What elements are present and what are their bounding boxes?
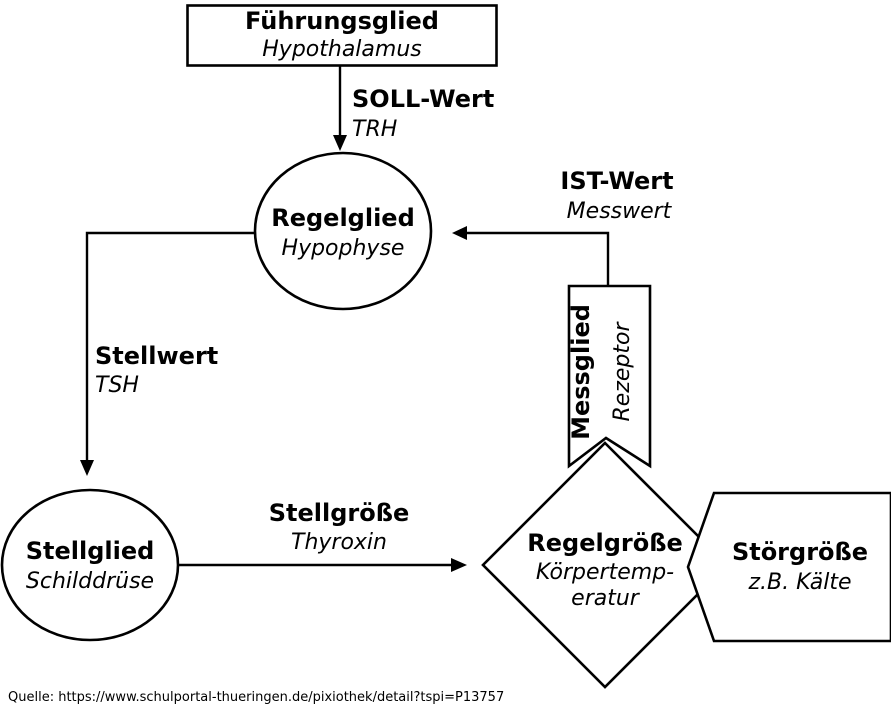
regelglied-node	[253, 151, 433, 311]
stoergroesse-title: Störgröße	[732, 538, 868, 566]
stellwert-arrowhead	[80, 460, 94, 476]
stellgroesse-label: Stellgröße	[269, 499, 410, 527]
soll-wert-arrowhead	[333, 135, 347, 151]
stellgroesse-sublabel: Thyroxin	[291, 530, 387, 555]
stoergroesse-node	[686, 491, 891, 643]
stellgroesse-arrowhead	[451, 558, 467, 572]
messglied-subtitle: Rezeptor	[610, 321, 635, 422]
stellglied-node	[0, 488, 180, 642]
ist-wert-label: IST-Wert	[560, 167, 673, 195]
ist-wert-arrow-line	[465, 231, 610, 286]
fuehrungsglied-subtitle: Hypothalamus	[262, 37, 421, 62]
stoergroesse-subtitle: z.B. Kälte	[747, 570, 851, 595]
messglied-node	[567, 284, 652, 469]
fuehrungsglied-title: Führungsglied	[245, 7, 439, 35]
ist-wert-arrowhead	[452, 226, 467, 240]
regelglied-title: Regelglied	[271, 204, 415, 232]
soll-wert-sublabel: TRH	[352, 117, 397, 142]
stellglied-subtitle: Schilddrüse	[26, 569, 154, 594]
regelgroesse-title: Regelgröße	[527, 529, 682, 557]
stellwert-label: Stellwert	[95, 342, 218, 370]
regelgroesse-subtitle-line1: Körpertemp-	[536, 560, 674, 585]
regelglied-subtitle: Hypophyse	[282, 236, 405, 261]
messglied-title: Messglied	[567, 304, 595, 440]
regelgroesse-subtitle-line2: eratur	[571, 586, 641, 611]
stellwert-sublabel: TSH	[95, 373, 139, 398]
ist-wert-sublabel: Messwert	[567, 199, 673, 224]
stellglied-title: Stellglied	[26, 537, 155, 565]
fuehrungsglied-node	[186, 4, 498, 67]
stellwert-arrow-line	[85, 231, 255, 461]
source-text: Quelle: https://www.schulportal-thuering…	[8, 690, 504, 705]
soll-wert-label: SOLL-Wert	[352, 85, 494, 113]
regelgroesse-node	[481, 441, 729, 689]
